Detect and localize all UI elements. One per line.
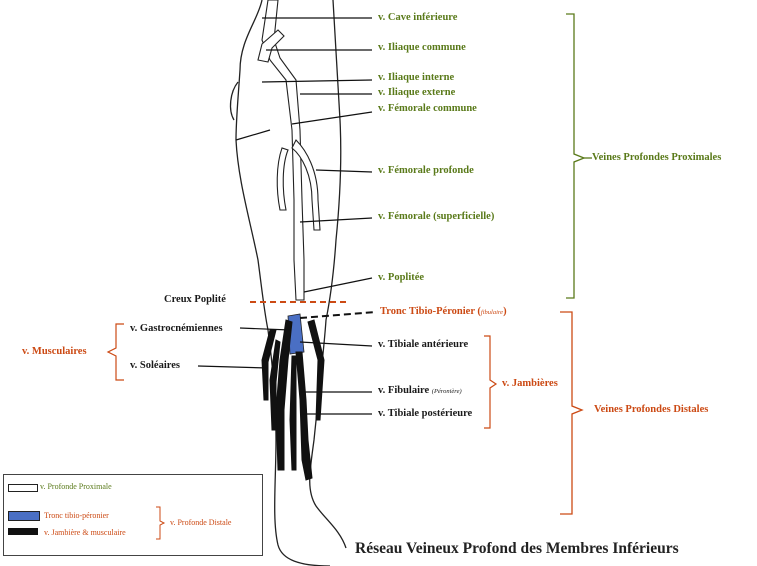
legend-swatch-jambiere	[8, 528, 38, 535]
legend: v. Profonde Proximale Tronc tibio-péroni…	[3, 474, 263, 556]
label-fibulaire: v. Fibulaire (Péronière)	[378, 385, 462, 396]
label-femorale-commune: v. Fémorale commune	[378, 103, 477, 114]
figure-title: Réseau Veineux Profond des Membres Infér…	[355, 540, 679, 557]
label-musculaires: v. Musculaires	[22, 346, 87, 357]
label-gastrocnemiennes: v. Gastrocnémiennes	[130, 323, 223, 334]
legend-bracket	[156, 506, 166, 540]
label-femorale-superficielle: v. Fémorale (superficielle)	[378, 211, 495, 222]
label-soleaires: v. Soléaires	[130, 360, 180, 371]
legend-swatch-tronc	[8, 511, 40, 521]
label-iliaque-interne: v. Iliaque interne	[378, 72, 455, 83]
label-tibiale-anterieure: v. Tibiale antérieure	[378, 339, 469, 350]
label-jambieres: v. Jambières	[502, 378, 558, 389]
label-veines-proximales: Veines Profondes Proximales	[592, 152, 722, 163]
pointer-lines	[197, 17, 373, 415]
legend-label-jambiere: v. Jambière & musculaire	[44, 528, 126, 537]
label-iliaque-commune: v. Iliaque commune	[378, 42, 466, 53]
legend-label-tronc: Tronc tibio-péronier	[44, 511, 109, 520]
label-veines-distales: Veines Profondes Distales	[594, 404, 709, 415]
legend-label-distale: v. Profonde Distale	[170, 518, 232, 527]
legend-swatch-proximale	[8, 484, 38, 492]
label-poplitee: v. Poplitée	[378, 272, 425, 283]
legend-label-proximale: v. Profonde Proximale	[40, 482, 112, 491]
proximal-veins	[257, 0, 321, 301]
jambieres-bracket	[484, 335, 498, 429]
proximal-bracket	[566, 13, 586, 299]
label-cave-inferieure: v. Cave inférieure	[378, 12, 458, 23]
label-creux-poplite: Creux Poplité	[164, 294, 226, 305]
musculaires-bracket	[106, 323, 124, 381]
tronc-pointer	[299, 311, 377, 319]
label-tronc-tibio-peronier: Tronc Tibio-Péronier (fibulaire)	[380, 306, 507, 317]
distal-bracket	[560, 311, 584, 515]
label-tibiale-posterieure: v. Tibiale postérieure	[378, 408, 473, 419]
label-iliaque-externe: v. Iliaque externe	[378, 87, 456, 98]
label-femorale-profonde: v. Fémorale profonde	[378, 165, 474, 176]
